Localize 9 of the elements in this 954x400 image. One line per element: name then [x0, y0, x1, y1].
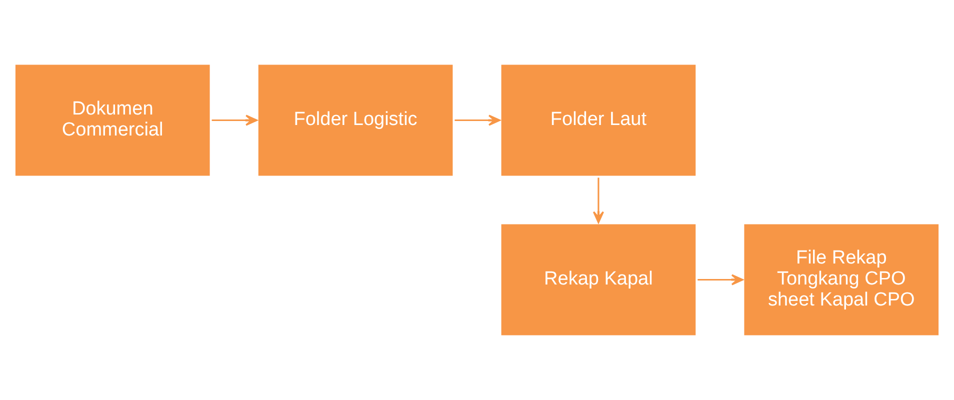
node-box: Folder Logistic	[255, 62, 456, 179]
node-box: Dokumen Commercial	[12, 62, 213, 179]
node-box: Rekap Kapal	[498, 221, 699, 338]
arrow	[212, 114, 258, 126]
arrow	[698, 274, 744, 286]
node-box: Folder Laut	[498, 62, 699, 179]
node-box: File Rekap Tongkang CPO sheet Kapal CPO	[741, 221, 942, 338]
arrow	[592, 178, 604, 224]
arrow	[454, 114, 500, 126]
